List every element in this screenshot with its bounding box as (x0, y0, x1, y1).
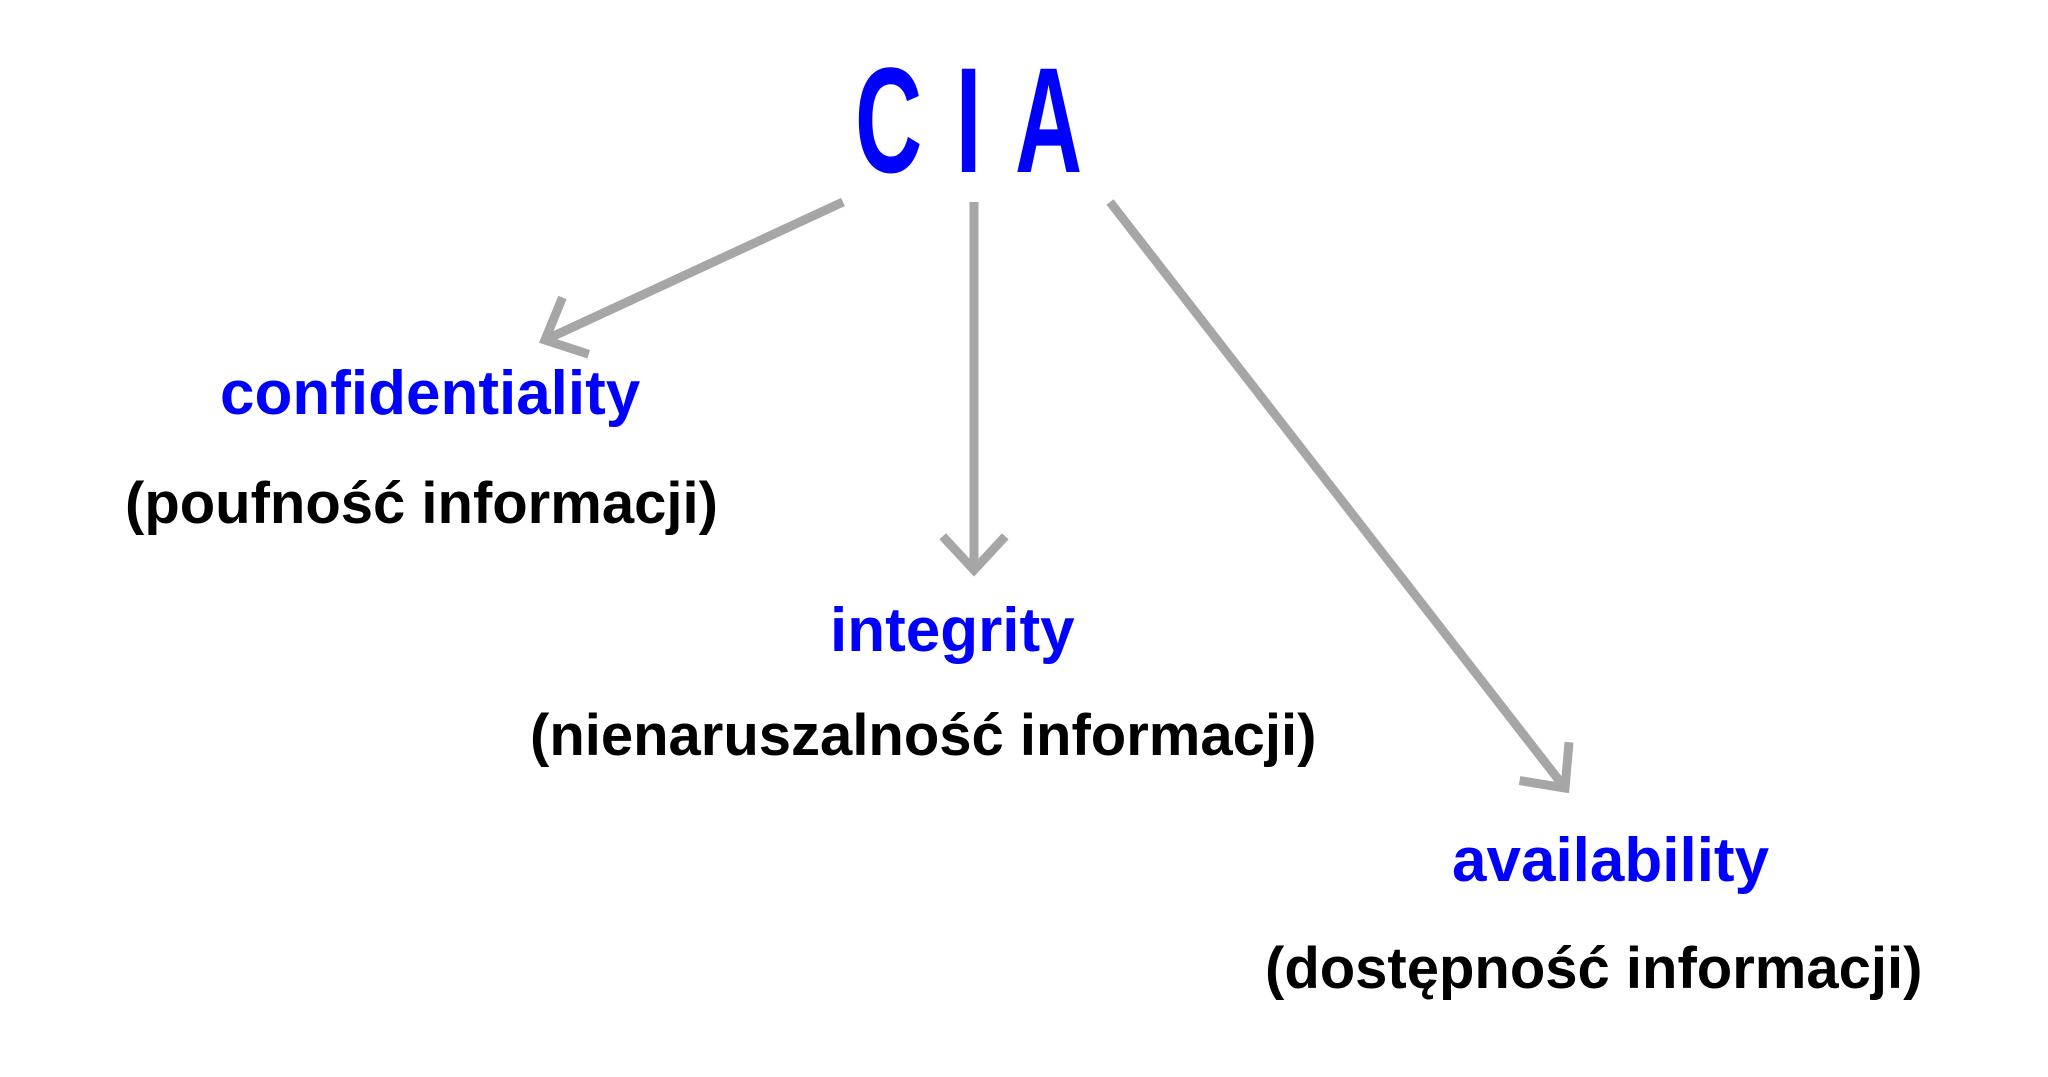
arrow-to-integrity (939, 202, 1009, 577)
confidentiality-description: (poufność informacji) (125, 471, 718, 536)
arrow-to-confidentiality-head (538, 295, 591, 359)
arrow-to-confidentiality-shaft (543, 197, 845, 345)
integrity-description: (nienaruszalność informacji) (530, 703, 1317, 768)
arrow-to-confidentiality (538, 197, 845, 359)
arrow-to-availability (1106, 199, 1574, 794)
title-letter-i: I (955, 36, 986, 204)
availability-label: availability (1452, 826, 1770, 895)
integrity-label: integrity (830, 596, 1075, 665)
availability-description: (dostępność informacji) (1265, 936, 1923, 1001)
title-letter-c: C (855, 36, 926, 204)
arrow-to-availability-shaft (1106, 199, 1569, 791)
title-letter-a: A (1014, 36, 1086, 204)
arrow-to-availability-head (1518, 741, 1574, 794)
arrow-to-integrity-head (939, 533, 1009, 577)
confidentiality-label: confidentiality (220, 359, 641, 428)
